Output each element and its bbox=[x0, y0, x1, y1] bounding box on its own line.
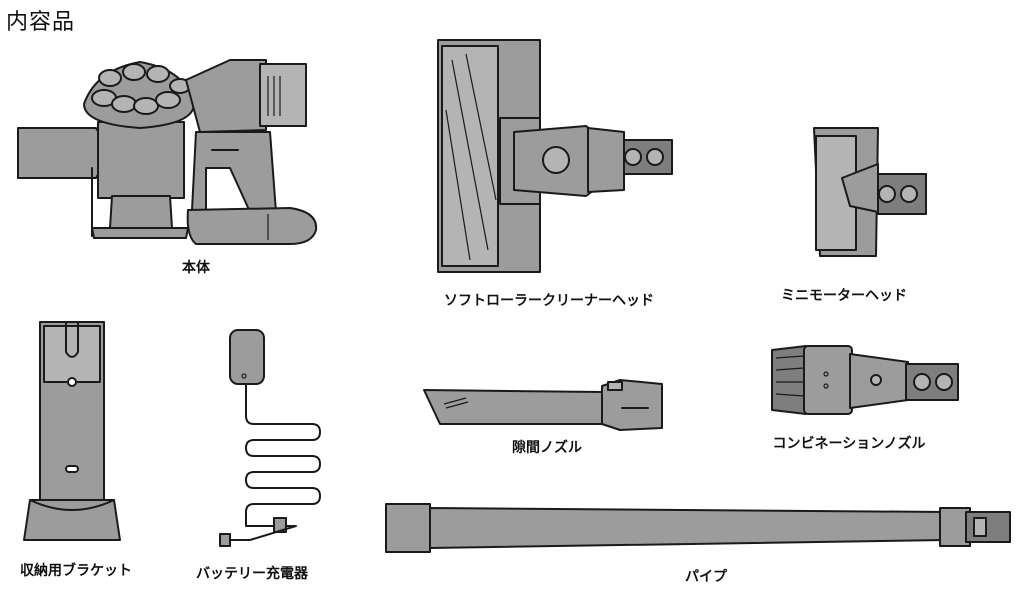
mini-motor-head-label: ミニモーターヘッド bbox=[781, 288, 907, 304]
combination-tool-label: コンビネーションノズル bbox=[772, 436, 926, 452]
main-body-label: 本体 bbox=[182, 260, 210, 276]
crevice-tool-image bbox=[423, 379, 663, 431]
battery-charger-label: バッテリー充電器 bbox=[196, 566, 308, 582]
main-body-image bbox=[17, 59, 318, 245]
wand-image bbox=[385, 503, 1011, 553]
crevice-tool-label: 隙間ノズル bbox=[512, 440, 582, 456]
soft-roller-head-label: ソフトローラークリーナーヘッド bbox=[444, 293, 654, 309]
docking-station-image bbox=[23, 321, 121, 541]
soft-roller-head-image bbox=[437, 39, 673, 273]
combination-tool-image bbox=[771, 345, 959, 415]
battery-charger-image bbox=[219, 329, 321, 547]
docking-station-label: 収納用ブラケット bbox=[20, 563, 132, 579]
mini-motor-head-image bbox=[813, 127, 927, 257]
wand-label: パイプ bbox=[685, 569, 727, 585]
page-title: 内容品 bbox=[6, 10, 76, 35]
